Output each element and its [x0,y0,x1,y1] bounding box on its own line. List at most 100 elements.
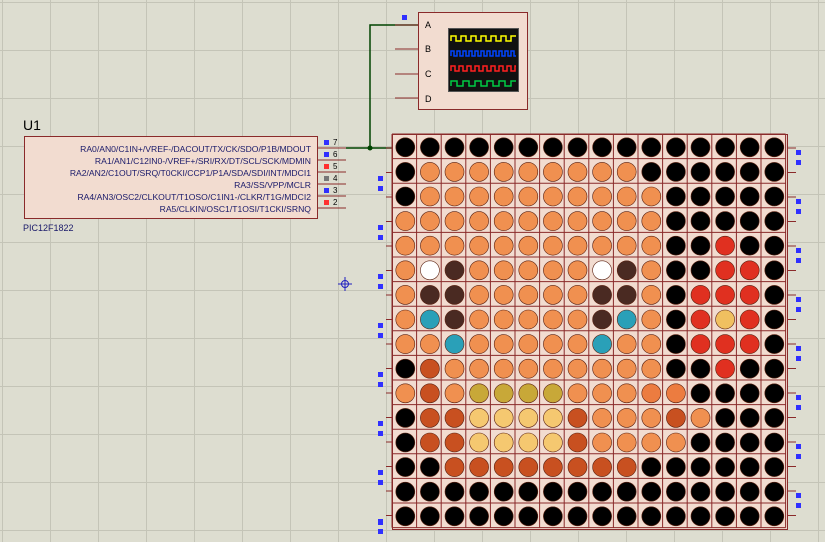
led [666,309,686,330]
led [543,137,563,158]
led [666,408,686,428]
matrix-state-marker [796,209,801,214]
scope-traces [450,35,516,87]
led [567,506,588,527]
led [444,506,465,527]
led [616,137,637,158]
led [444,457,465,477]
pin-label-ra5: RA5/CLKIN/OSC1/T1OSI/T1CKI/SRNQ [159,204,311,214]
led [592,457,612,477]
led [739,186,760,207]
led [444,186,465,207]
led [764,260,785,281]
led [764,457,785,477]
led [641,285,662,305]
led [493,211,514,231]
led [616,383,637,404]
pin-state-marker [324,140,329,145]
matrix-state-marker [378,470,383,475]
led [666,383,686,404]
led [567,383,588,404]
led [616,162,637,182]
matrix-state-marker [378,382,383,387]
led [518,211,539,231]
chip-reference: U1 [23,117,41,133]
led [420,186,440,207]
pin-label-ra4: RA4/AN3/OSC2/CLKOUT/T1OSO/C1IN1-/CLKR/T1… [77,192,311,202]
led [616,309,637,330]
led [592,481,612,502]
led [690,334,711,354]
scope-trace [450,65,516,72]
led [739,162,760,182]
led [543,235,563,256]
led [543,211,563,231]
led [567,260,588,281]
led [420,481,440,502]
led [444,137,465,158]
matrix-state-marker [796,150,801,155]
led [444,358,465,379]
led [518,506,539,527]
led [592,506,612,527]
scope-channel-b-label: B [425,44,432,54]
pin-label-ra0: RA0/AN0/C1IN+/VREF-/DACOUT/TX/CK/SDO/P1B… [80,144,311,154]
led [641,408,662,428]
pin-number: 4 [333,174,338,183]
led [493,137,514,158]
matrix-state-marker [378,333,383,338]
led [444,235,465,256]
led [666,260,686,281]
led [690,457,711,477]
led [420,383,440,404]
matrix-state-marker [796,444,801,449]
matrix-state-marker [378,225,383,230]
led [764,285,785,305]
led [567,408,588,428]
led [469,481,489,502]
led [739,506,760,527]
matrix-state-marker [378,176,383,181]
led [543,162,563,182]
led [616,408,637,428]
led [764,162,785,182]
led [543,186,563,207]
led [690,186,711,207]
led [616,457,637,477]
led [567,211,588,231]
matrix-state-marker [378,372,383,377]
led [616,358,637,379]
led [420,235,440,256]
led [444,285,465,305]
led [518,235,539,256]
led [764,235,785,256]
matrix-state-marker [796,503,801,508]
led [592,408,612,428]
matrix-state-marker [796,405,801,410]
led [666,285,686,305]
led [616,481,637,502]
led [592,309,612,330]
crosshair-icon[interactable] [338,277,352,291]
led [567,285,588,305]
led [641,506,662,527]
led [666,211,686,231]
led [493,309,514,330]
led [420,137,440,158]
led [616,334,637,354]
led [567,186,588,207]
led [493,383,514,404]
led [690,309,711,330]
led [739,383,760,404]
led [493,162,514,182]
led [567,432,588,453]
chip-part-number: PIC12F1822 [23,223,74,233]
pic-chip[interactable]: RA0/AN0/C1IN+/VREF-/DACOUT/TX/CK/SDO/P1B… [24,136,318,219]
scope-screen [448,28,519,92]
led [518,408,539,428]
led [518,481,539,502]
matrix-state-marker [378,529,383,534]
led [616,186,637,207]
led [641,358,662,379]
